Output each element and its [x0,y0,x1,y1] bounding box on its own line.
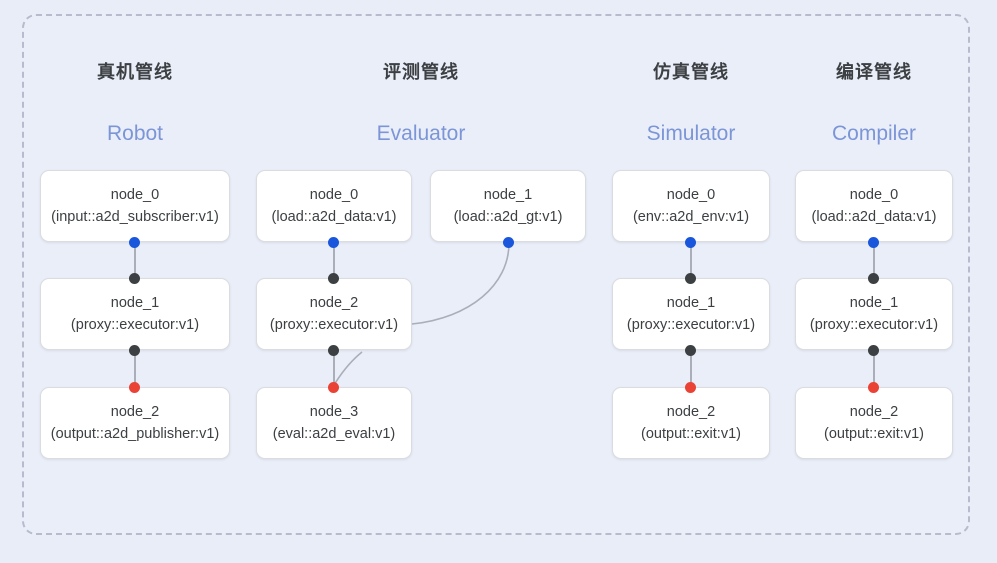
terminal-port-dot [868,382,879,393]
column-title-evaluator: 评测管线 [383,62,459,82]
output-port-dot [328,237,339,248]
output-port-dot [868,237,879,248]
input-port-dot [685,273,696,284]
column-subtitle-simulator: Simulator [646,122,736,145]
node-id: node_0 [849,187,899,203]
input-port-dot [685,345,696,356]
edge-line [690,350,692,387]
node-card[interactable]: node_2 (output::exit:v1) [612,387,770,459]
input-port-dot [129,273,140,284]
output-port-dot [129,237,140,248]
edge-line [333,350,335,387]
node-id: node_0 [666,187,716,203]
node-type: (output::exit:v1) [824,426,924,442]
node-id: node_1 [849,295,899,311]
node-id: node_0 [110,187,160,203]
column-title-compiler: 编译管线 [836,62,912,82]
pipeline-column-compiler: 编译管线 Compiler [795,0,953,563]
column-title-simulator: 仿真管线 [653,62,729,82]
node-id: node_1 [666,295,716,311]
column-title-robot: 真机管线 [97,62,173,82]
node-type: (load::a2d_data:v1) [811,209,937,225]
node-card[interactable]: node_0 (load::a2d_data:v1) [256,170,412,242]
node-card[interactable]: node_3 (eval::a2d_eval:v1) [256,387,412,459]
input-port-dot [868,273,879,284]
terminal-port-dot [129,382,140,393]
edge-line [690,242,692,278]
node-card[interactable]: node_0 (input::a2d_subscriber:v1) [40,170,230,242]
column-subtitle-evaluator: Evaluator [376,122,466,145]
node-card[interactable]: node_1 (proxy::executor:v1) [612,278,770,350]
node-type: (eval::a2d_eval:v1) [272,426,396,442]
input-port-dot [868,345,879,356]
terminal-port-dot [328,382,339,393]
node-id: node_1 [110,295,160,311]
node-id: node_2 [666,404,716,420]
node-type: (proxy::executor:v1) [626,317,756,333]
node-type: (input::a2d_subscriber:v1) [51,209,219,225]
node-type: (proxy::executor:v1) [809,317,939,333]
edge-line [134,242,136,278]
node-type: (proxy::executor:v1) [70,317,200,333]
node-card[interactable]: node_2 (output::a2d_publisher:v1) [40,387,230,459]
node-card[interactable]: node_2 (proxy::executor:v1) [256,278,412,350]
node-id: node_2 [849,404,899,420]
node-type: (load::a2d_data:v1) [271,209,397,225]
edge-line [134,350,136,387]
node-card[interactable]: node_1 (proxy::executor:v1) [40,278,230,350]
pipeline-column-robot: 真机管线 Robot [40,0,230,563]
pipeline-column-simulator: 仿真管线 Simulator [612,0,770,563]
edge-line [873,242,875,278]
edge-line [873,350,875,387]
output-port-dot [685,237,696,248]
edge-line [333,242,335,278]
node-card[interactable]: node_0 (load::a2d_data:v1) [795,170,953,242]
input-port-dot [129,345,140,356]
output-port-dot [503,237,514,248]
node-id: node_2 [309,295,359,311]
node-type: (output::exit:v1) [641,426,741,442]
pipeline-column-evaluator: 评测管线 Evaluator [256,0,586,563]
node-id: node_3 [309,404,359,420]
terminal-port-dot [685,382,696,393]
node-id: node_2 [110,404,160,420]
node-type: (output::a2d_publisher:v1) [50,426,220,442]
input-port-dot [328,345,339,356]
node-type: (env::a2d_env:v1) [632,209,750,225]
node-card[interactable]: node_1 (proxy::executor:v1) [795,278,953,350]
input-port-dot [328,273,339,284]
node-id: node_0 [309,187,359,203]
column-subtitle-robot: Robot [106,122,164,145]
node-type: (proxy::executor:v1) [269,317,399,333]
node-card[interactable]: node_1 (load::a2d_gt:v1) [430,170,586,242]
node-id: node_1 [483,187,533,203]
node-type: (load::a2d_gt:v1) [453,209,563,225]
node-card[interactable]: node_2 (output::exit:v1) [795,387,953,459]
node-card[interactable]: node_0 (env::a2d_env:v1) [612,170,770,242]
column-subtitle-compiler: Compiler [831,122,917,145]
